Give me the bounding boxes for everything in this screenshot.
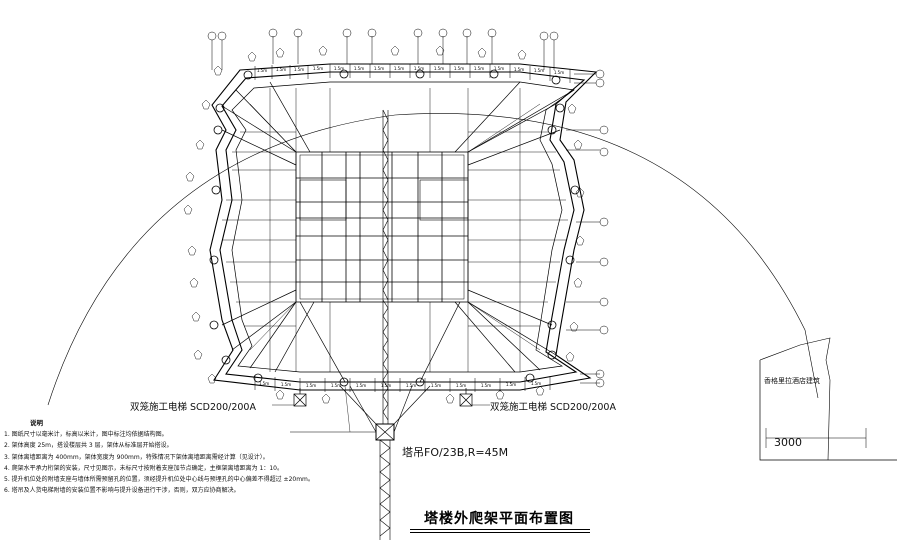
attachment-nodes [209, 69, 580, 387]
segment-dimension-label: 1.5m [381, 383, 391, 388]
elevator-right-label: 双笼施工电梯 SCD200/200A [490, 402, 616, 413]
right-elevator-box [459, 388, 473, 407]
segment-dimension-label: 1.5m [506, 382, 516, 387]
note-line: 3. 架体离墙距离为 400mm，架体宽度为 900mm，特殊情况下架体离墙距离… [4, 453, 269, 461]
left-elevator-box [293, 388, 307, 407]
segment-dimension-label: 1.5m [394, 66, 404, 71]
title-underline-thin [410, 532, 590, 533]
segment-dimension-label: 1.5m [374, 66, 384, 71]
segment-dimension-label: 1.5m [514, 67, 524, 72]
note-line: 5. 提升机位处的附墙支座与墙体所需预留孔的位置，须经提升机位处中心线与预埋孔的… [4, 476, 314, 484]
segment-dimension-label: 1.5m [294, 67, 304, 72]
adjacent-building-label: 香格里拉酒店建筑 [764, 377, 820, 385]
segment-dimension-label: 1.5m [356, 383, 366, 388]
segment-dimension-label: 1.5m [434, 66, 444, 71]
segment-dimension-label: 1.5m [331, 383, 341, 388]
tower-crane-label: 塔吊FO/23B,R=45M [402, 446, 509, 459]
note-line: 2. 架体高度 25m，搭设楼层共 3 层，架体从标准层开始搭设。 [4, 442, 173, 450]
segment-dimension-label: 1.5m [306, 383, 316, 388]
segment-dimension-label: 1.5m [281, 382, 291, 387]
note-line: 4. 爬架水平承力桁架的安装，尺寸见图示，未标尺寸按附着支座加节点确定，主框架离… [4, 464, 283, 472]
segment-dimension-label: 1.5m [474, 66, 484, 71]
corner-bracing [221, 81, 575, 383]
segment-dimension-label: 1.5m [406, 383, 416, 388]
segment-dimension-label: 1.5m [431, 383, 441, 388]
outer-frame [209, 63, 598, 391]
note-line: 1. 图纸尺寸以毫米计，标高以米计，图中标注均依据结构图。 [4, 431, 168, 439]
drawing-title: 塔楼外爬架平面布置图 [424, 511, 574, 527]
perimeter-callouts [183, 45, 585, 404]
title-underline [410, 529, 590, 530]
frame-segment-ticks [254, 64, 571, 392]
segment-dimension-label: 1.5m [354, 66, 364, 71]
tower-crane-mast [290, 109, 431, 540]
grid-bubbles-right [566, 69, 609, 388]
segment-dimension-label: 1.5m [481, 383, 491, 388]
segment-dimension-label: 1.5m [554, 70, 564, 75]
notes-heading: 说明 [30, 419, 43, 427]
segment-dimension-label: 1.5m [531, 381, 541, 386]
segment-dimension-label: 1.5m [334, 66, 344, 71]
segment-dimension-label: 1.5m [276, 67, 286, 72]
segment-dimension-label: 1.5m [257, 68, 267, 73]
segment-dimension-label: 1.5m [259, 381, 269, 386]
segment-dimension-label: 1.5m [534, 68, 544, 73]
segment-dimension-label: 1.5m [494, 66, 504, 71]
floor-slabs [222, 88, 568, 372]
crane-radius-arc [47, 113, 819, 406]
dimension-3000: 3000 [774, 436, 802, 449]
segment-dimension-label: 1.5m [454, 66, 464, 71]
elevator-left-label: 双笼施工电梯 SCD200/200A [130, 402, 256, 413]
segment-dimension-label: 1.5m [414, 66, 424, 71]
grid-bubbles-top [207, 28, 559, 70]
general-notes: 说明 1. 图纸尺寸以毫米计，标高以米计，图中标注均依据结构图。 2. 架体高度… [4, 418, 399, 496]
core-walls [295, 151, 469, 303]
note-line: 6. 塔吊及人货电梯附墙的安装位置不影响与提升设备进行干涉，否则，双方应协商解决… [4, 487, 240, 495]
adjacent-building [759, 337, 897, 461]
segment-dimension-label: 1.5m [313, 66, 323, 71]
segment-dimension-label: 1.5m [456, 383, 466, 388]
